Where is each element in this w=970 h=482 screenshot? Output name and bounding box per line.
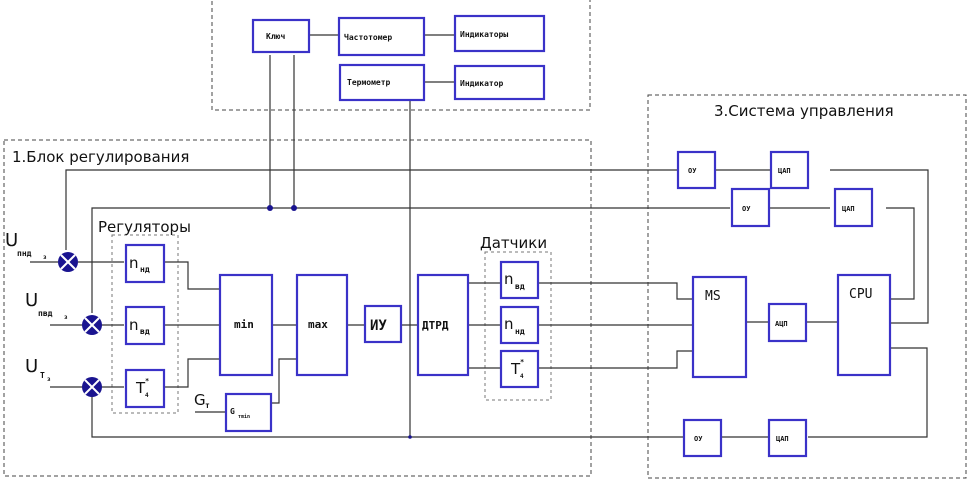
junction-dot xyxy=(408,435,412,439)
input-label-1: U пнд з xyxy=(5,230,47,261)
svg-text:G: G xyxy=(230,407,235,416)
svg-text:n: n xyxy=(129,254,139,272)
svg-text:U: U xyxy=(25,356,38,377)
sensors-group-title: Датчики xyxy=(480,234,547,252)
gt-min-block: G тmin xyxy=(224,392,273,433)
opamp-block-1-label: ОУ xyxy=(688,167,697,175)
svg-text:n: n xyxy=(129,316,139,334)
summing-junction-1 xyxy=(58,252,78,272)
junction-dot xyxy=(291,205,297,211)
svg-text:тmin: тmin xyxy=(238,414,250,420)
ms-block xyxy=(691,275,748,379)
junction-dot xyxy=(267,205,273,211)
svg-text:з: з xyxy=(64,314,68,321)
freq-meter-block xyxy=(337,16,426,57)
svg-text:*: * xyxy=(520,358,524,366)
svg-text:вд: вд xyxy=(140,327,150,336)
svg-text:вд: вд xyxy=(515,282,525,291)
thermometer-block-label: Термометр xyxy=(347,78,391,87)
svg-text:з: з xyxy=(43,254,47,261)
svg-text:T: T xyxy=(510,360,521,378)
cpu-block xyxy=(836,273,892,377)
gt-input-label: G т xyxy=(194,391,210,410)
engine-block-label: ДТРД xyxy=(422,319,449,332)
svg-text:*: * xyxy=(145,377,149,385)
control-group-title: 3.Система управления xyxy=(714,102,894,120)
svg-text:пнд: пнд xyxy=(17,249,32,258)
key-block-label: Ключ xyxy=(266,32,285,41)
opamp-block-2 xyxy=(730,187,771,228)
svg-text:U: U xyxy=(25,290,38,311)
sensors-group-frame xyxy=(484,251,552,401)
dac-block-1-label: ЦАП xyxy=(778,167,791,175)
svg-text:пвд: пвд xyxy=(38,309,53,318)
svg-text:T: T xyxy=(135,379,146,397)
regulation-group-title: 1.Блок регулирования xyxy=(12,148,189,166)
iu-block xyxy=(363,304,403,344)
dac-block-2-label: ЦАП xyxy=(842,205,855,213)
indicators-group-frame xyxy=(211,0,591,111)
cpu-block-label: CPU xyxy=(849,287,872,302)
regulator-block-n-vd: n вд xyxy=(124,305,166,346)
min-block-label: min xyxy=(234,318,254,331)
svg-text:G: G xyxy=(194,391,206,409)
iu-block-label: ИУ xyxy=(370,318,387,334)
indicator-block-label: Индикатор xyxy=(460,79,504,88)
input-label-3: U T з xyxy=(25,356,51,383)
min-block xyxy=(218,273,274,377)
summing-junction-2 xyxy=(82,315,102,335)
engine-block xyxy=(416,273,470,377)
dac-block-3 xyxy=(767,418,808,458)
svg-text:T: T xyxy=(40,371,45,380)
regulator-block-t4: T 4 * xyxy=(124,368,166,409)
thermometer-block xyxy=(338,63,426,102)
opamp-block-1 xyxy=(676,150,717,190)
dac-block-3-label: ЦАП xyxy=(776,435,789,443)
connection-lines xyxy=(30,34,929,438)
indicators-block-label: Индикаторы xyxy=(460,30,508,39)
sensor-block-t4: T 4 * xyxy=(499,349,540,389)
ms-block-label: MS xyxy=(705,289,721,304)
dac-block-1 xyxy=(769,150,810,190)
svg-text:4: 4 xyxy=(145,392,149,399)
adc-block-label: АЦП xyxy=(775,320,788,328)
max-block xyxy=(295,273,349,377)
svg-text:n: n xyxy=(504,315,514,333)
sensor-block-n-vd: n вд xyxy=(499,260,540,300)
indicators-block xyxy=(453,14,546,53)
max-block-label: max xyxy=(308,318,328,331)
svg-text:n: n xyxy=(504,270,514,288)
regulators-group-title: Регуляторы xyxy=(98,218,191,236)
svg-text:нд: нд xyxy=(140,265,150,274)
input-label-2: U пвд з xyxy=(25,290,68,321)
freq-meter-block-label: Частотомер xyxy=(344,33,392,42)
regulator-block-n-nd: n нд xyxy=(124,243,166,284)
opamp-block-2-label: ОУ xyxy=(742,205,751,213)
dac-block-2 xyxy=(833,187,874,228)
opamp-block-3-label: ОУ xyxy=(694,435,703,443)
sensor-block-n-nd: n нд xyxy=(499,305,540,345)
svg-text:4: 4 xyxy=(520,373,524,380)
svg-text:U: U xyxy=(5,230,18,251)
summing-junction-3 xyxy=(82,377,102,397)
regulators-group-frame xyxy=(111,234,179,414)
opamp-block-3 xyxy=(682,418,723,458)
adc-block xyxy=(767,302,808,343)
svg-text:т: т xyxy=(205,401,210,410)
svg-text:нд: нд xyxy=(515,327,525,336)
svg-text:з: з xyxy=(47,376,51,383)
key-block xyxy=(251,18,311,54)
indicator-block xyxy=(453,64,546,101)
